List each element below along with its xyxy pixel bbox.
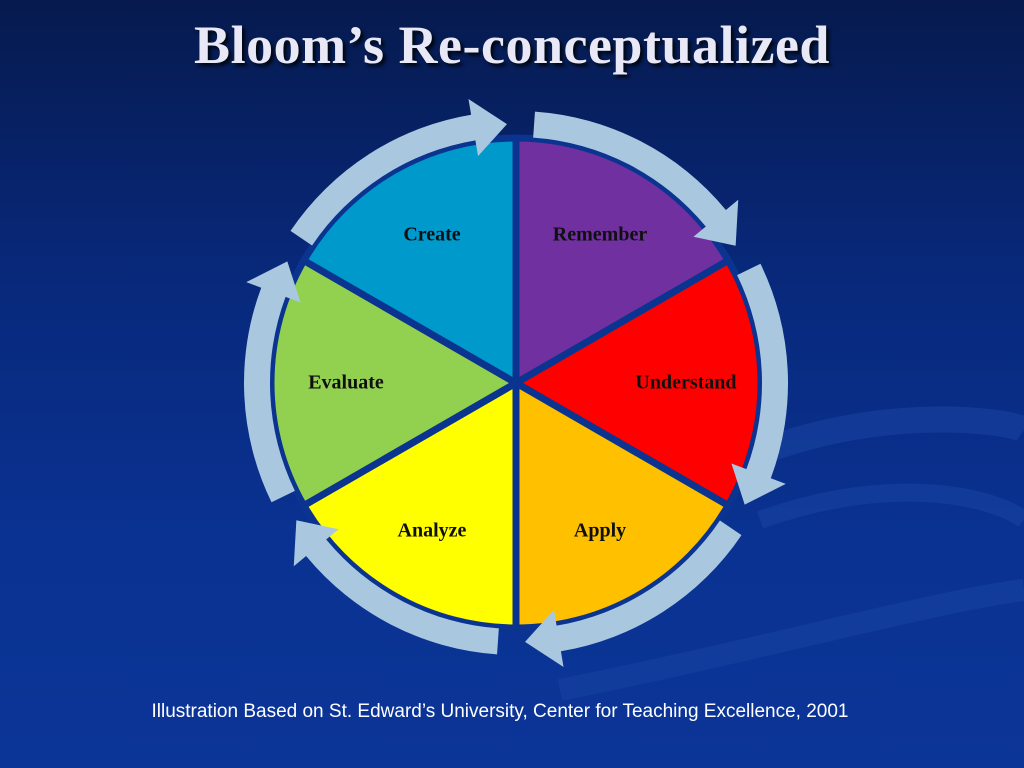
- segment-label-remember: Remember: [553, 224, 648, 246]
- segment-label-analyze: Analyze: [398, 520, 467, 542]
- segment-label-create: Create: [403, 224, 460, 246]
- cycle-arrow-1: [533, 111, 739, 246]
- center-hub: [509, 376, 523, 390]
- cycle-arrow-2: [731, 263, 788, 505]
- cycle-arrow-6: [290, 98, 507, 246]
- slide-title: Bloom’s Re-conceptualized: [194, 15, 830, 75]
- cycle-arrow-5: [244, 261, 301, 503]
- source-caption: Illustration Based on St. Edward’s Unive…: [151, 701, 849, 722]
- cycle-arrow-4: [293, 520, 499, 655]
- cycle-arrow-3: [525, 520, 742, 668]
- segment-label-understand: Understand: [635, 372, 736, 394]
- segment-label-apply: Apply: [574, 520, 626, 542]
- segment-label-evaluate: Evaluate: [308, 372, 384, 394]
